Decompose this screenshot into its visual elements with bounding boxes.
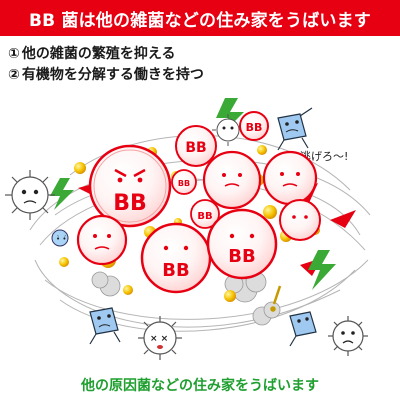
feature-number: ① [8,46,20,62]
svg-text:BB: BB [197,211,212,222]
feature-text: 有機物を分解する働きを持つ [21,67,204,83]
bb-bubble-icon [202,150,262,210]
germ-icon: × × [138,316,182,360]
bb-bubble-icon: BB [175,125,217,167]
speech-text: 逃げろ〜! [300,150,348,163]
germ-icon: •̀ •́ [5,170,69,247]
bb-bubble-icon: BB [140,222,212,294]
header-title: BB 菌は他の雑菌などの住み家をうばいます [28,10,372,31]
svg-text:× ×: × × [150,334,168,344]
bb-bubble-icon [279,199,321,241]
feature-item: ① 他の雑菌の繁殖を抑える [8,44,204,65]
fleeing-germ-icon [289,311,317,347]
svg-text:•̀ •́: •̀ •́ [56,235,66,243]
fleeing-germ-icon [89,307,121,345]
bb-bubble-icon: BB [88,144,172,228]
feature-item: ② 有機物を分解する働きを持つ [8,65,204,86]
svg-text:BB: BB [178,179,190,188]
svg-text:BB: BB [185,140,206,156]
bacteria-illustration: •̀ •́ × × [5,98,371,360]
bb-bubble-icon: BB [190,199,220,229]
fleeing-germ-icon [277,107,313,151]
header-banner: BB 菌は他の雑菌などの住み家をうばいます [0,0,400,36]
lightning-icons [50,98,336,290]
feature-text: 他の雑菌の繁殖を抑える [21,46,176,62]
footer-caption: 他の原因菌などの住み家をうばいます [81,378,319,394]
bb-bubble-icon: BB [239,111,269,141]
bb-bubble-icon [262,150,318,206]
svg-text:BB: BB [228,246,255,267]
feature-number: ② [8,67,20,83]
bb-bacteria-group: BB BB BB BB [76,111,321,294]
exclamation-icon [270,285,282,312]
svg-text:BB: BB [113,191,147,216]
germ-icon [328,316,368,356]
bb-bubble-icon: BB [171,169,197,195]
bb-bubble-icon [76,214,128,266]
feature-list: ① 他の雑菌の繁殖を抑える ② 有機物を分解する働きを持つ [8,44,204,86]
svg-text:BB: BB [162,260,189,281]
svg-text:BB: BB [246,121,263,134]
germ-icon [212,114,244,146]
bb-bubble-icon: BB [206,208,278,280]
